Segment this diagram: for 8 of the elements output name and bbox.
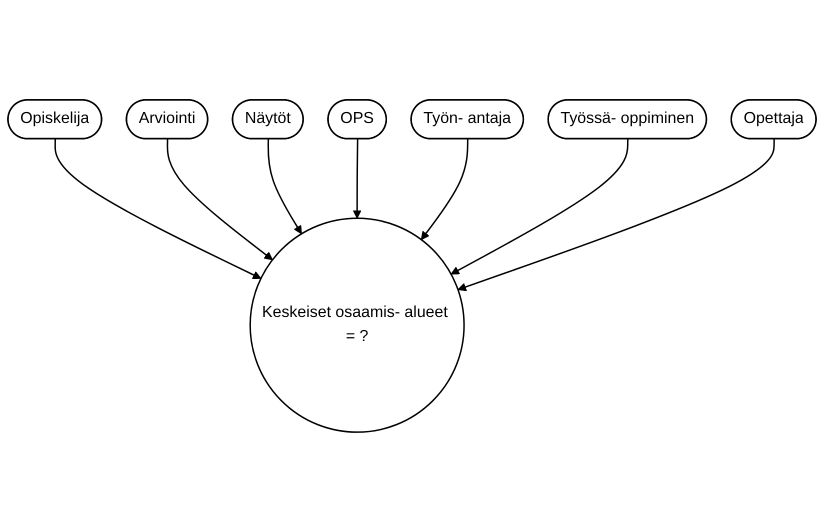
- arrow: [450, 139, 629, 275]
- arrow: [420, 139, 468, 240]
- arrow: [166, 139, 273, 260]
- node-circle: Keskeiset osaamis- alueet = ?: [249, 218, 465, 433]
- arrow: [458, 139, 775, 292]
- arrow: [267, 139, 302, 234]
- arrow: [352, 139, 362, 219]
- arrow: [54, 139, 262, 279]
